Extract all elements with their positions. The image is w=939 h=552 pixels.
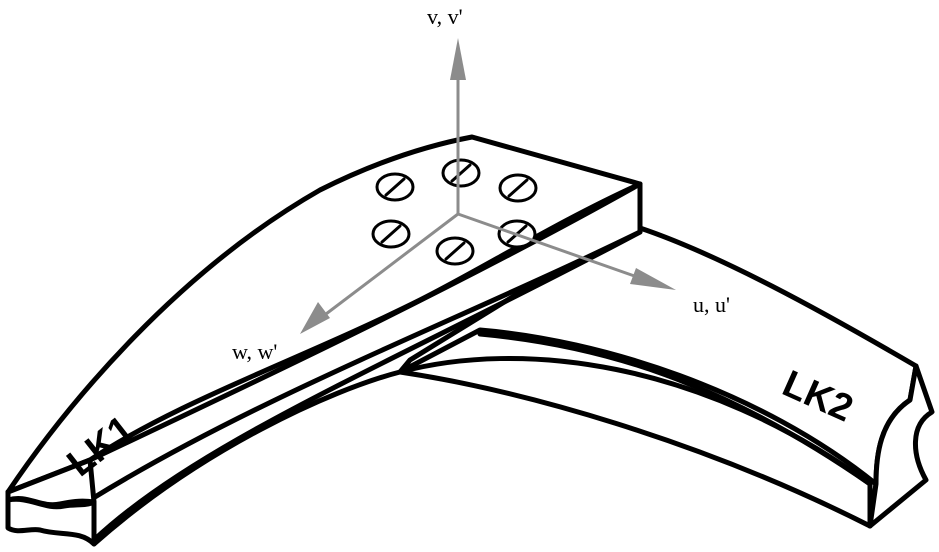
coordinate-axes <box>300 38 676 334</box>
link-lk1-bottom-edge <box>91 229 643 543</box>
bolt-5 <box>435 236 475 266</box>
horizontal-axis-label: u, u' <box>693 292 730 317</box>
horizontal-axis-arrow <box>630 268 676 290</box>
depth-axis-arrow <box>300 302 330 334</box>
bolt-4 <box>371 219 411 249</box>
bolt-3 <box>498 173 538 203</box>
bolt-2 <box>441 158 481 188</box>
bolt-1 <box>375 172 415 202</box>
link-lk1-lower-sweep <box>91 369 403 547</box>
depth-axis-line <box>325 212 459 316</box>
depth-axis-label: w, w' <box>232 339 277 364</box>
link-lk2-cut-end <box>867 363 935 529</box>
link-lk1-end-face <box>5 489 97 547</box>
horizontal-axis-line <box>457 212 641 280</box>
bolt-group <box>371 158 538 266</box>
vertical-axis-label: v, v' <box>427 4 463 29</box>
vertical-axis-arrow <box>450 38 466 80</box>
link-lk2-underside-curve <box>477 331 873 487</box>
link-lk2-side-face <box>397 355 873 529</box>
